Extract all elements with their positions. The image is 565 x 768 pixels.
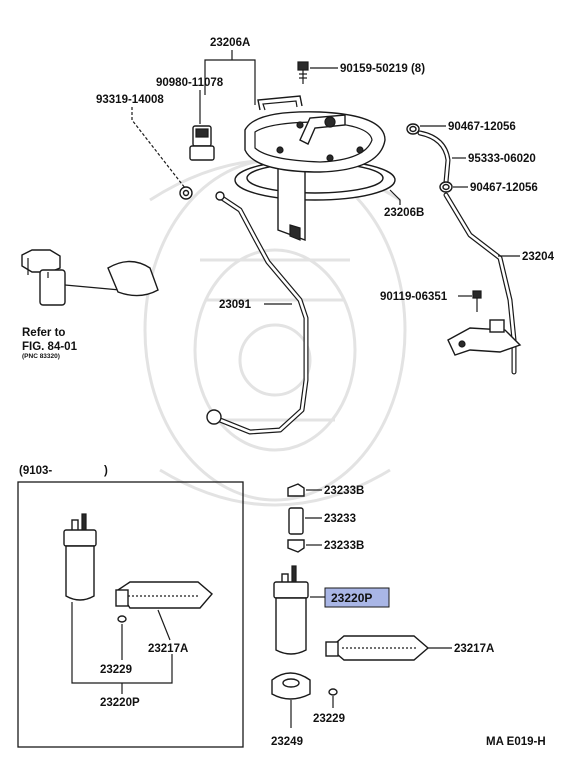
pump-filter-right-icon bbox=[325, 635, 430, 661]
pump-filter-left-icon bbox=[115, 581, 213, 609]
label-90467-top: 90467-12056 bbox=[448, 121, 516, 133]
label-23229-right: 23229 bbox=[313, 713, 345, 725]
hose-95333-icon bbox=[417, 130, 451, 185]
label-23220P-left: 23220P bbox=[100, 697, 140, 709]
leader-23217A-left bbox=[157, 609, 171, 641]
bolt-90159-icon bbox=[297, 61, 309, 84]
label-90119: 90119-06351 bbox=[380, 291, 448, 303]
label-23233: 23233 bbox=[324, 513, 356, 525]
label-23249: 23249 bbox=[271, 736, 303, 748]
label-23229-left: 23229 bbox=[100, 664, 132, 676]
label-93319: 93319-14008 bbox=[96, 94, 164, 106]
label-range-close: ) bbox=[104, 465, 108, 477]
cushion-23233B-bottom-icon bbox=[287, 539, 305, 553]
leader-23206B bbox=[389, 189, 401, 205]
fuel-pump-right-icon bbox=[273, 565, 309, 655]
label-90467-bottom: 90467-12056 bbox=[470, 182, 538, 194]
label-90980: 90980-11078 bbox=[156, 77, 224, 89]
pipe-bracket-icon bbox=[447, 319, 522, 356]
clamp-90467-bottom-icon bbox=[439, 181, 453, 193]
pipe-23091-fitting-icon bbox=[206, 191, 225, 425]
label-23206A: 23206A bbox=[210, 37, 250, 49]
label-23206B: 23206B bbox=[384, 207, 424, 219]
label-90159: 90159-50219 (8) bbox=[340, 63, 425, 75]
label-23220P-highlighted[interactable]: 23220P bbox=[331, 591, 372, 605]
clip-23229-left-icon bbox=[117, 615, 127, 623]
variant-box bbox=[17, 481, 244, 748]
clamp-90467-top-icon bbox=[406, 123, 420, 135]
leader-23206A bbox=[204, 50, 256, 105]
watermark-emblem bbox=[143, 158, 407, 507]
label-range: (9103- bbox=[19, 465, 52, 477]
fuel-sender-gauge-icon bbox=[21, 249, 159, 306]
grommet-93319-icon bbox=[179, 186, 193, 200]
hose-23233-icon bbox=[288, 507, 304, 535]
figure-code: MA E019-H bbox=[486, 736, 546, 748]
label-23217A-left: 23217A bbox=[148, 643, 188, 655]
leader-93319 bbox=[131, 107, 186, 189]
connector-90980-icon bbox=[189, 125, 215, 161]
label-95333: 95333-06020 bbox=[468, 153, 536, 165]
label-23233B-top: 23233B bbox=[324, 485, 364, 497]
pump-bracket-assembly-icon bbox=[234, 95, 396, 242]
label-23204: 23204 bbox=[522, 251, 555, 263]
label-23091: 23091 bbox=[219, 299, 252, 311]
label-23233B-bottom: 23233B bbox=[324, 540, 364, 552]
label-refer-pnc: (PNC 83320) bbox=[22, 353, 60, 360]
clip-23229-right-icon bbox=[328, 688, 338, 696]
pump-support-23249-icon bbox=[271, 672, 311, 700]
label-23217A-right: 23217A bbox=[454, 643, 494, 655]
fuel-pump-left-icon bbox=[63, 513, 97, 601]
bolt-90119-icon bbox=[472, 290, 482, 312]
label-refer-fig: FIG. 84-01 bbox=[22, 341, 78, 353]
label-refer-to: Refer to bbox=[22, 327, 65, 339]
cushion-23233B-top-icon bbox=[287, 483, 305, 497]
